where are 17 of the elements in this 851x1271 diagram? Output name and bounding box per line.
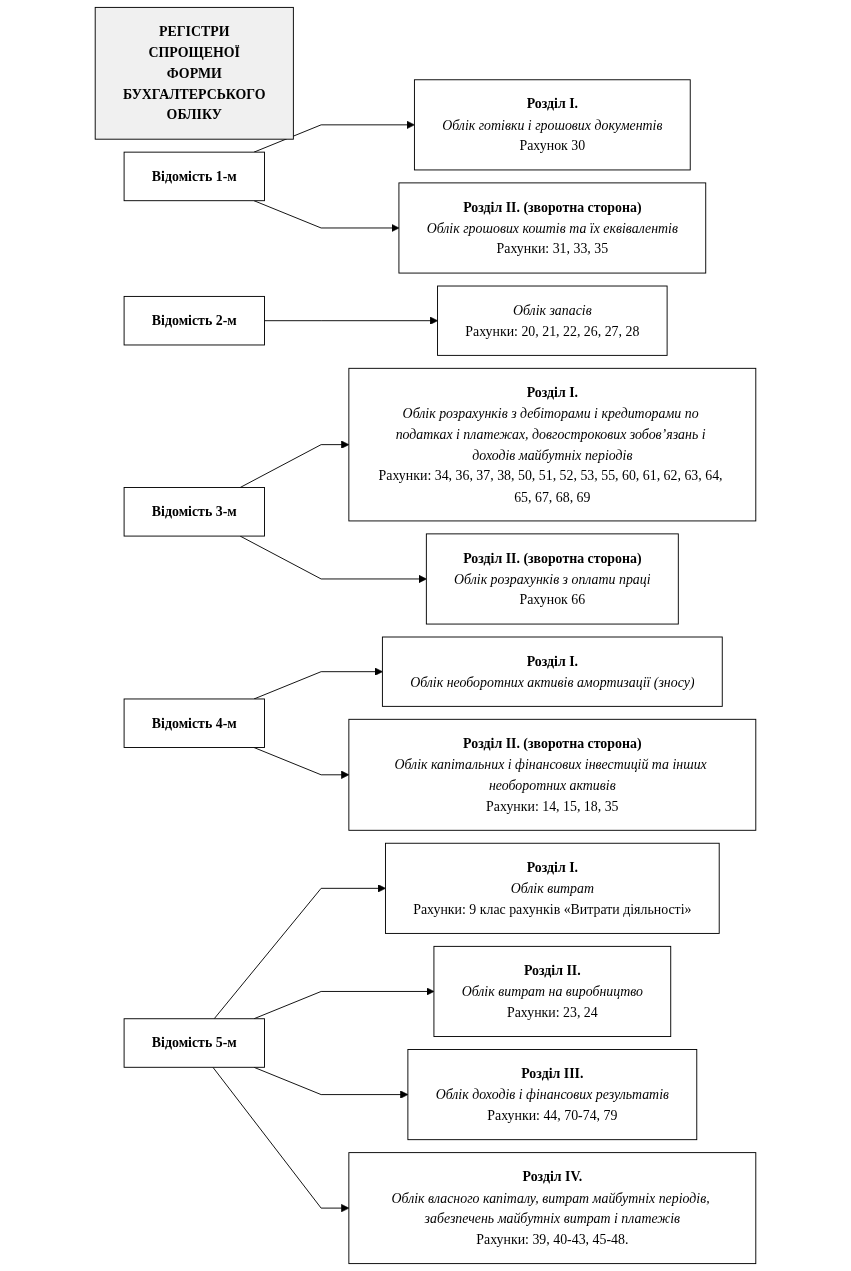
- node-box: Відомість 1-м: [123, 151, 265, 202]
- node-box: Відомість 2-м: [123, 295, 265, 346]
- node-box: Розділ IV. Облік власного капіталу, витрат майбутніх періодів, забезпечень майбутніх витрат і платежів Рахунки: 39, 40-43, 45-48.: [348, 1152, 757, 1265]
- node-box: Відомість 4-м: [123, 698, 265, 748]
- node-box: Відомість 5-м: [123, 1018, 265, 1068]
- node-box: Розділ I. Облік необоротних активів амортизації (зносу): [381, 636, 723, 707]
- node-box: Облік запасів Рахунки: 20, 21, 22, 26, 27, 28: [437, 285, 668, 356]
- node-box: Розділ II. (зворотна сторона) Облік розрахунків з оплати праці Рахунок 66: [425, 533, 679, 625]
- node-box: Відомість 3-м: [123, 487, 265, 537]
- node-box: Розділ I. Облік витрат Рахунки: 9 клас рахунків «Витрати діяльності»: [385, 842, 720, 934]
- node-box: Розділ II. (зворотна сторона) Облік грошових коштів та їх еквівалентів Рахунки: 31, 33, 35: [398, 182, 707, 274]
- node-box: Розділ II. (зворотна сторона) Облік капітальних і фінансових інвестицій та інших необоротних активів Рахунки: 14, 15, 18, 35: [348, 718, 757, 831]
- node-box: Розділ III. Облік доходів і фінансових результатів Рахунки: 44, 70-74, 79: [407, 1049, 698, 1141]
- node-box: Розділ II. Облік витрат на виробництво Рахунки: 23, 24: [433, 945, 672, 1037]
- node-box: Розділ I. Облік готівки і грошових документів Рахунок 30: [413, 79, 691, 171]
- node-box: Розділ I. Облік розрахунків з дебіторами і кредиторами по податках і платежах, довгострокових зобов’язань і доходів майбутніх періодів Рахунки: 34, 36, 37, 38, 50, 51, 52, 53, 55, 60, 61, 62, 63, 64, 65, 67, 68, 69: [348, 367, 757, 522]
- node-box: РЕГІСТРИ СПРОЩЕНОЇ ФОРМИ БУХГАЛТЕРСЬКОГО ОБЛІКУ: [94, 6, 294, 140]
